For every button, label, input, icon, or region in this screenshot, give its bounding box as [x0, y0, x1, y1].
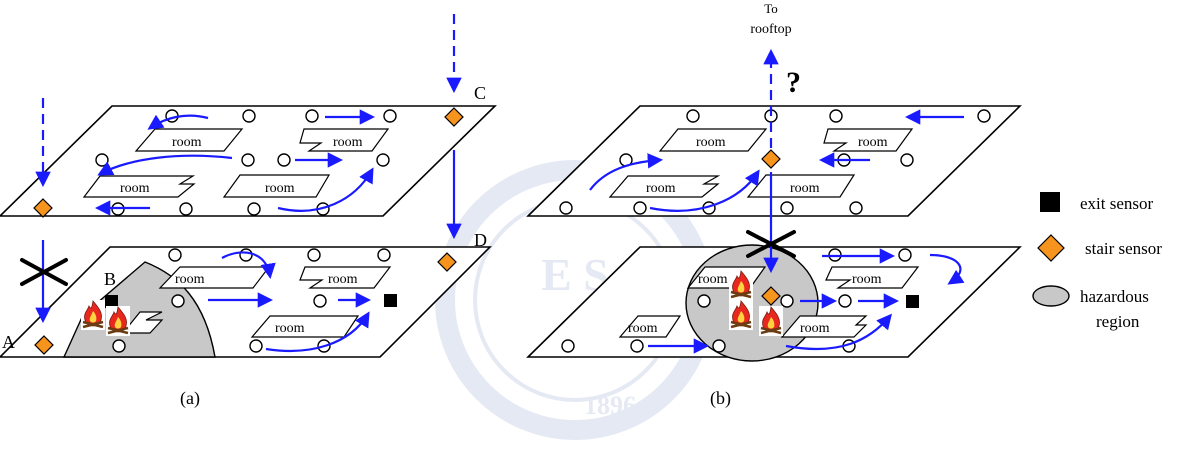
room	[658, 128, 768, 152]
legend-exit-sensor-icon	[1040, 192, 1060, 212]
flow-arrow	[929, 253, 965, 285]
caption-a: (a)	[180, 388, 200, 409]
room-label: room	[852, 272, 882, 287]
fire-icon	[757, 304, 785, 338]
stair-sensor-d	[437, 252, 457, 272]
room	[82, 175, 196, 198]
legend-exit-sensor-label: exit sensor	[1080, 194, 1154, 213]
room	[618, 315, 682, 338]
room-label: room	[698, 272, 728, 287]
room-label: room	[275, 321, 305, 336]
flow-arrow	[649, 169, 760, 212]
exit-sensor	[384, 294, 397, 307]
fire-icon	[727, 298, 755, 332]
room-label: room	[328, 272, 358, 287]
room-label: room	[858, 135, 888, 150]
legend-hazardous-region-icon	[1032, 285, 1070, 307]
blocked-x-icon	[20, 258, 68, 286]
legend-hazardous-label-line1: hazardous	[1080, 287, 1149, 306]
rooftop-label-line2: rooftop	[750, 22, 791, 37]
point-b-label: B	[104, 269, 116, 289]
room-label: room	[646, 181, 676, 196]
blocked-x-icon	[746, 230, 796, 258]
exit-sensor	[906, 295, 919, 308]
room	[299, 128, 390, 152]
legend-stair-sensor-label: stair sensor	[1085, 239, 1162, 258]
rooftop-label-line1: To	[764, 1, 778, 16]
flow-arrow	[785, 313, 892, 351]
caption-b: (b)	[710, 388, 731, 409]
panel-b: room room room room room room room room	[526, 1, 1022, 409]
stair-sensor-upper-a	[33, 198, 53, 218]
stair-sensor-a	[34, 335, 54, 355]
room	[608, 175, 721, 198]
flow-arrow	[147, 114, 209, 130]
room	[780, 315, 868, 338]
fire-icon	[727, 268, 755, 302]
point-a-label: A	[2, 332, 15, 352]
exit-sensor-b	[105, 295, 118, 308]
room-label: room	[333, 135, 363, 150]
room	[823, 128, 914, 152]
legend-hazardous-label-line2: region	[1096, 312, 1140, 331]
flow-arrow	[221, 251, 276, 280]
flow-arrow	[277, 167, 374, 212]
room-label: room	[172, 135, 202, 150]
fire-icon	[104, 304, 132, 338]
point-d-label: D	[474, 230, 487, 250]
stair-sensor	[761, 286, 781, 306]
point-c-label: C	[474, 83, 486, 103]
legend: exit sensor stair sensor hazardous regio…	[1032, 192, 1162, 331]
room-label: room	[175, 272, 205, 287]
room	[299, 266, 392, 289]
room-label: room	[120, 181, 150, 196]
panel-a: room room room room room room room	[0, 14, 497, 409]
room-label: room	[696, 135, 726, 150]
room-label: room	[628, 321, 658, 336]
fire-icon	[79, 298, 107, 332]
watermark-year: 1896	[584, 391, 636, 420]
room	[825, 266, 920, 289]
room-label: room	[265, 181, 295, 196]
room-label: room	[800, 321, 830, 336]
stair-sensor	[761, 149, 781, 169]
flow-arrow	[265, 311, 370, 353]
room	[134, 128, 244, 152]
question-mark: ?	[786, 66, 801, 99]
legend-stair-sensor-icon	[1037, 234, 1065, 262]
stair-sensor-c	[444, 107, 464, 127]
room	[158, 266, 271, 289]
flow-arrow	[589, 153, 664, 191]
room	[222, 174, 331, 198]
flow-arrow	[97, 154, 233, 176]
room	[746, 174, 856, 198]
room	[250, 315, 360, 338]
sensor-nodes-a-lower	[112, 248, 391, 353]
room-label: room	[790, 181, 820, 196]
